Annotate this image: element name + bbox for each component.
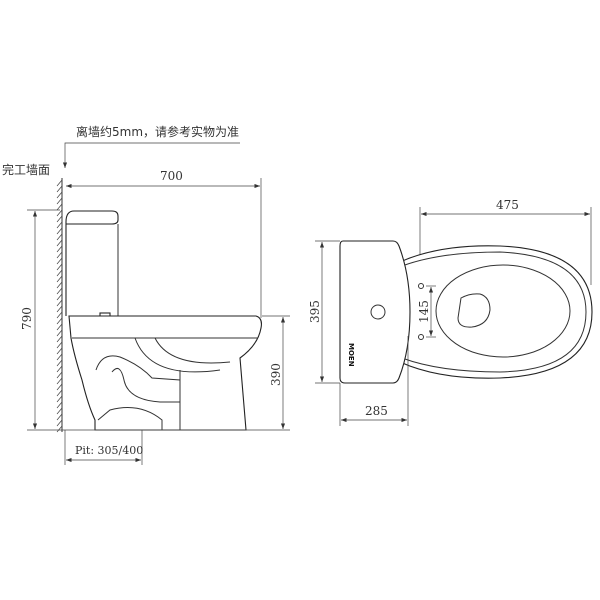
seat-opening	[435, 264, 571, 358]
seat-bolt-hole	[418, 283, 424, 289]
bolt-spacing-dimension-label: 145	[417, 300, 431, 323]
note-leader-line	[62, 142, 240, 168]
tank-width-dimension-label: 395	[308, 300, 322, 323]
bowl-length-dimension-label: 475	[496, 198, 519, 212]
side-view: 离墙约5mm，请参考实物为准 完工墙面 700 790 3	[2, 124, 290, 465]
height-dimension-label: 790	[20, 307, 34, 330]
tank-side	[65, 210, 119, 316]
flush-button	[370, 304, 386, 320]
tank-depth-dimension-label: 285	[365, 404, 388, 418]
bowl-side	[68, 315, 262, 431]
seat-height-dimension-label: 390	[269, 363, 283, 386]
pit-dimension-label: Pit: 305/400	[75, 444, 143, 457]
top-view: 475 MOEN 145 395 285	[308, 198, 593, 426]
drain-opening	[457, 293, 491, 328]
length-dimension-label: 700	[160, 169, 183, 183]
brand-logo: MOEN	[347, 343, 355, 367]
finished-wall-label: 完工墙面	[2, 162, 50, 177]
seat-bolt-hole	[418, 334, 424, 340]
wall-gap-note: 离墙约5mm，请参考实物为准	[76, 124, 239, 139]
wall-hatch	[56, 178, 63, 433]
tank-top	[339, 240, 411, 384]
bowl-top	[399, 245, 593, 379]
